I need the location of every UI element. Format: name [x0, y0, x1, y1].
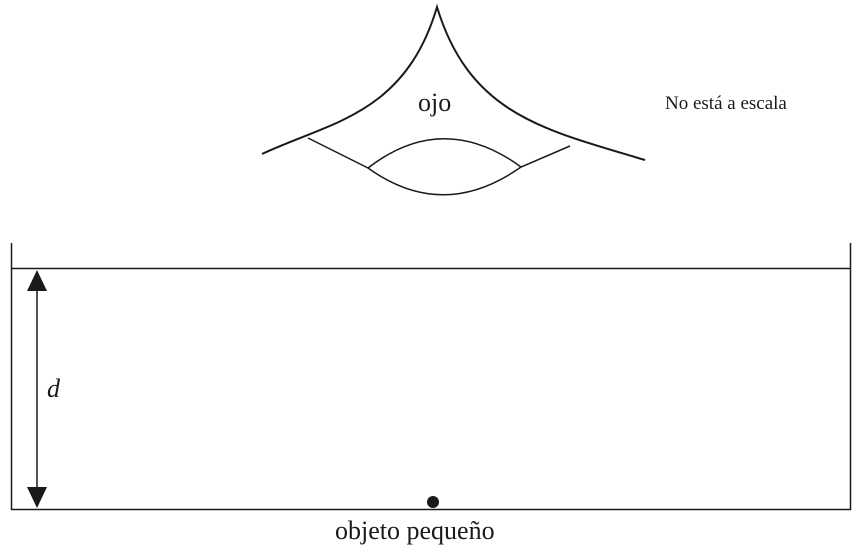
eye-iris-curve	[367, 138, 522, 169]
depth-arrow-head-bottom	[27, 487, 47, 508]
depth-arrow	[27, 270, 47, 508]
object-label: objeto pequeño	[335, 516, 495, 545]
depth-arrow-head-top	[27, 270, 47, 291]
eye-drawing	[261, 3, 646, 196]
small-object-dot	[427, 496, 439, 508]
eye-lower-outline	[307, 137, 571, 196]
eye-upper-lid	[261, 3, 646, 161]
depth-label: d	[47, 374, 61, 403]
eye-label: ojo	[418, 88, 451, 117]
tank	[10, 243, 852, 511]
scale-note: No está a escala	[665, 93, 787, 114]
